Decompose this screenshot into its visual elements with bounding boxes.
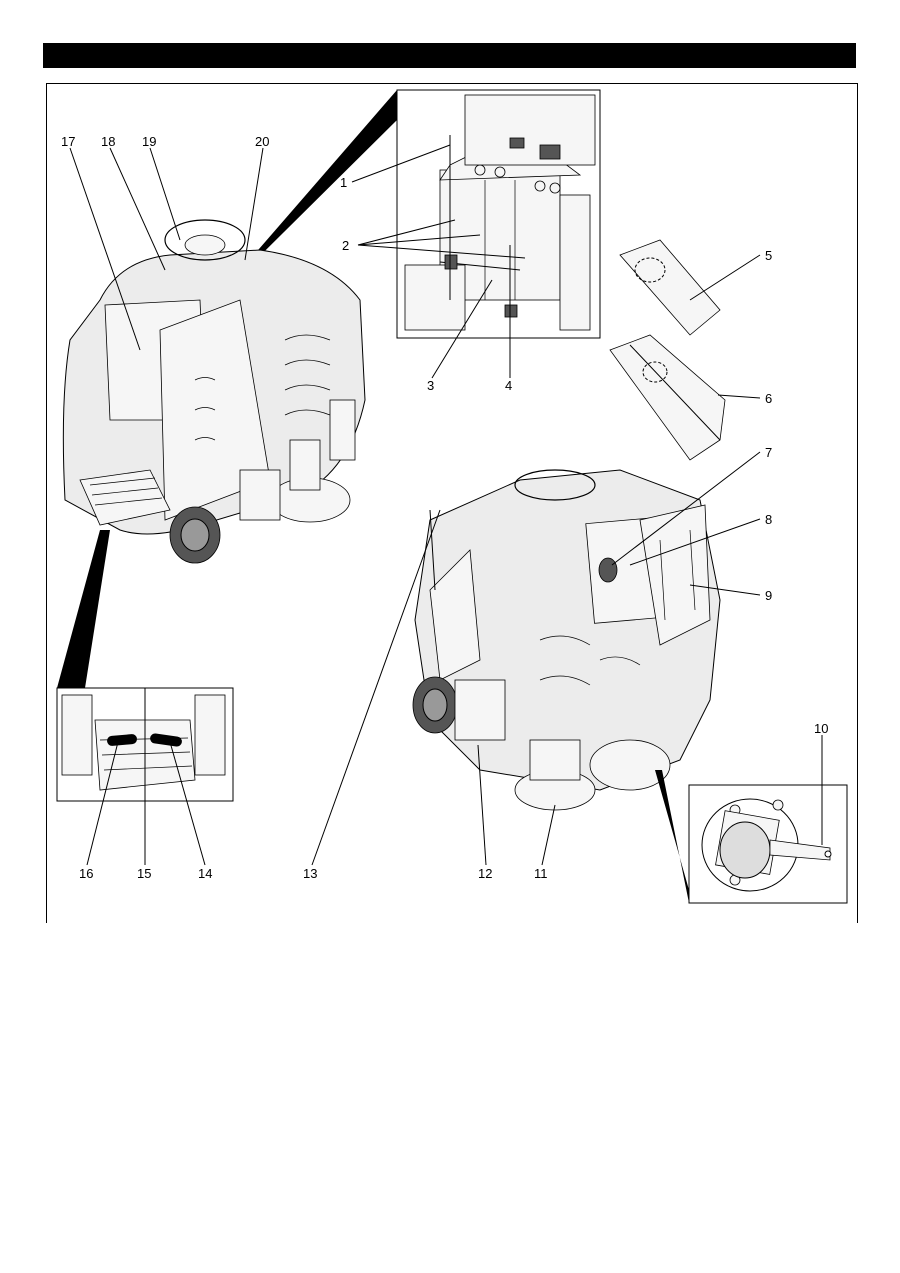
header-bar <box>43 43 856 68</box>
callout-1: 1 <box>340 175 347 190</box>
detail-drain-valve <box>655 770 848 904</box>
callout-19: 19 <box>142 134 156 149</box>
callout-20: 20 <box>255 134 269 149</box>
machine-rear-view <box>62 219 366 564</box>
callout-8: 8 <box>765 512 772 527</box>
callout-17: 17 <box>61 134 75 149</box>
callout-2: 2 <box>342 238 349 253</box>
detail-battery-compartment <box>170 89 601 345</box>
callout-13: 13 <box>303 866 317 881</box>
leader-lines <box>69 144 823 866</box>
callout-labels: 1 2 3 4 5 6 7 8 9 10 11 12 13 14 15 16 1… <box>61 134 828 881</box>
callout-3: 3 <box>427 378 434 393</box>
callout-5: 5 <box>765 248 772 263</box>
callout-16: 16 <box>79 866 93 881</box>
callout-9: 9 <box>765 588 772 603</box>
callout-4: 4 <box>505 378 512 393</box>
machine-front-view <box>412 469 721 811</box>
callout-12: 12 <box>478 866 492 881</box>
callout-18: 18 <box>101 134 115 149</box>
callout-7: 7 <box>765 445 772 460</box>
callout-15: 15 <box>137 866 151 881</box>
callout-6: 6 <box>765 391 772 406</box>
callout-14: 14 <box>198 866 212 881</box>
figure-frame <box>46 83 858 923</box>
filter-parts <box>609 239 726 461</box>
callout-10: 10 <box>814 721 828 736</box>
callout-11: 11 <box>534 866 548 881</box>
